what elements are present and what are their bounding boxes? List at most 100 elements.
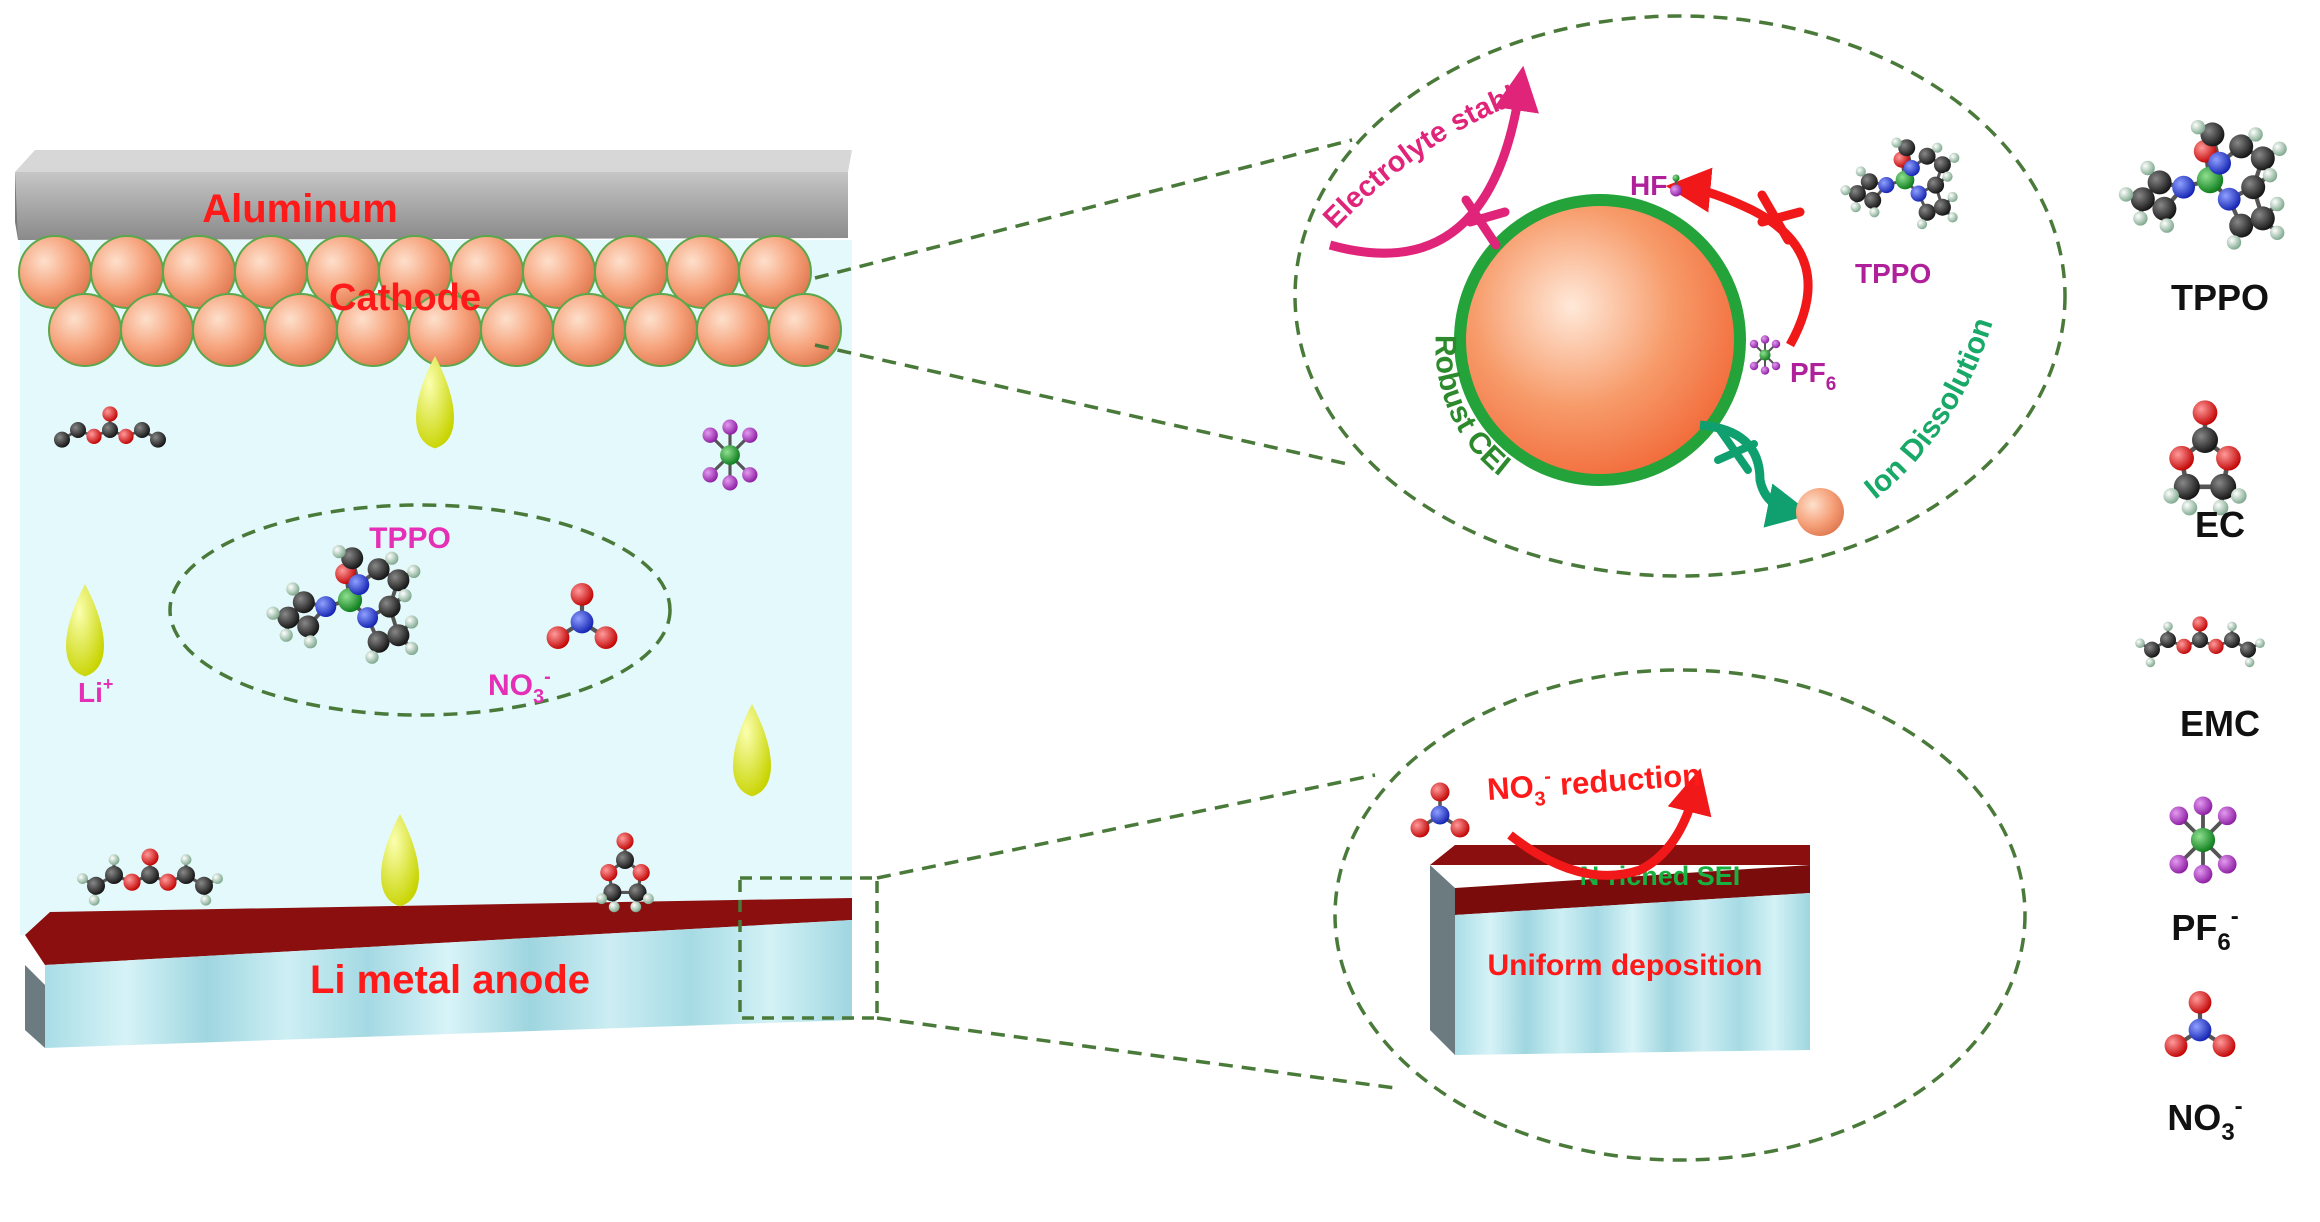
atom [594,626,618,649]
atom [1760,366,1770,375]
atom [1771,361,1781,371]
atom [2208,151,2232,175]
atom [2212,1034,2236,1057]
electrolyte-block-mark [1461,195,1510,250]
atom [2217,806,2237,826]
legend-molecules [2118,120,2287,1057]
atom [2140,160,2155,176]
hf-molecule [1670,174,1682,197]
anode-block-side [1430,865,1455,1055]
atom [630,901,642,913]
atom [2255,638,2265,648]
atom [1942,171,1953,182]
atom [2144,641,2160,658]
atom [70,422,86,438]
atom [365,650,379,664]
cathode-label: Cathode [329,277,481,319]
atom [88,894,100,906]
atom [2147,170,2172,195]
atom [603,883,622,902]
atom [1850,202,1861,213]
cathode-zoom-molecules [1670,137,1960,375]
atom [1864,191,1882,209]
atom [398,589,412,603]
dissolved-ion [1796,488,1844,536]
atom [2192,616,2208,632]
legend-ec-molecule [2163,400,2247,516]
nitrate-molecule [1410,782,1470,838]
atom [266,606,280,620]
emc-molecule [54,406,166,448]
li-ion-shape [381,814,419,907]
zoom-connectors [814,138,1396,1090]
pf6-label: PF6 [1790,357,1836,395]
atom [2193,864,2213,884]
atom [2164,1034,2188,1057]
atom [702,467,718,483]
legend: TPPO EC EMC PF6- NO3- [2118,120,2287,1146]
atom [1918,147,1936,165]
li-ion-label: Li+ [78,674,113,708]
cathode-particle [552,293,626,367]
atom [2190,827,2216,853]
cathode-particle [120,293,194,367]
atom [2192,400,2218,426]
atom [2163,621,2173,632]
legend-pf6-molecule [2169,796,2237,884]
battery-cell: Aluminum Cathode Li metal anode TPPO NO3… [15,150,879,1048]
anode-top-layer [25,898,852,965]
atom [2172,175,2196,199]
atom [54,431,70,448]
atom [387,624,410,647]
atom [150,431,166,448]
atom [2192,427,2218,453]
atom [1891,137,1902,148]
atom [77,873,88,884]
atom [123,873,141,891]
atom [200,894,212,906]
atom [195,876,213,895]
atom [1749,339,1759,349]
atom [1932,142,1943,153]
atom [570,610,594,634]
atom [702,427,718,443]
additive-ellipse [168,503,672,717]
atom [2188,1018,2212,1042]
tppo-label: TPPO [369,522,451,555]
atom [141,866,159,884]
atom [2262,168,2278,183]
electrolyte-stable-arrow [1328,65,1539,258]
legend-ec-label: EC [2195,504,2245,545]
cathode-particle [696,293,770,367]
atom [1430,782,1450,802]
atom [2169,806,2189,826]
atom [628,883,647,902]
aluminum-label: Aluminum [202,187,398,231]
atom [348,574,370,596]
cell-molecules [54,356,771,913]
atom [742,427,758,443]
pf6-molecule [702,419,758,491]
atom [2250,206,2275,231]
atom [1933,198,1951,216]
atom [385,551,399,565]
atom [2244,657,2255,668]
atom [108,854,120,866]
atom [87,876,105,895]
atom [297,615,320,638]
atom [303,635,317,649]
atom [1749,361,1759,371]
atom [2200,122,2225,147]
atom [407,564,421,579]
legend-no3-label: NO3- [2167,1093,2242,1146]
atom [378,595,401,618]
atom [118,428,134,444]
atom [1947,191,1958,203]
atom [1869,207,1880,218]
reduction-arrow [1507,768,1712,880]
atom [608,901,620,913]
atom [2250,146,2275,171]
atom [2229,213,2254,238]
atom [1860,173,1878,191]
